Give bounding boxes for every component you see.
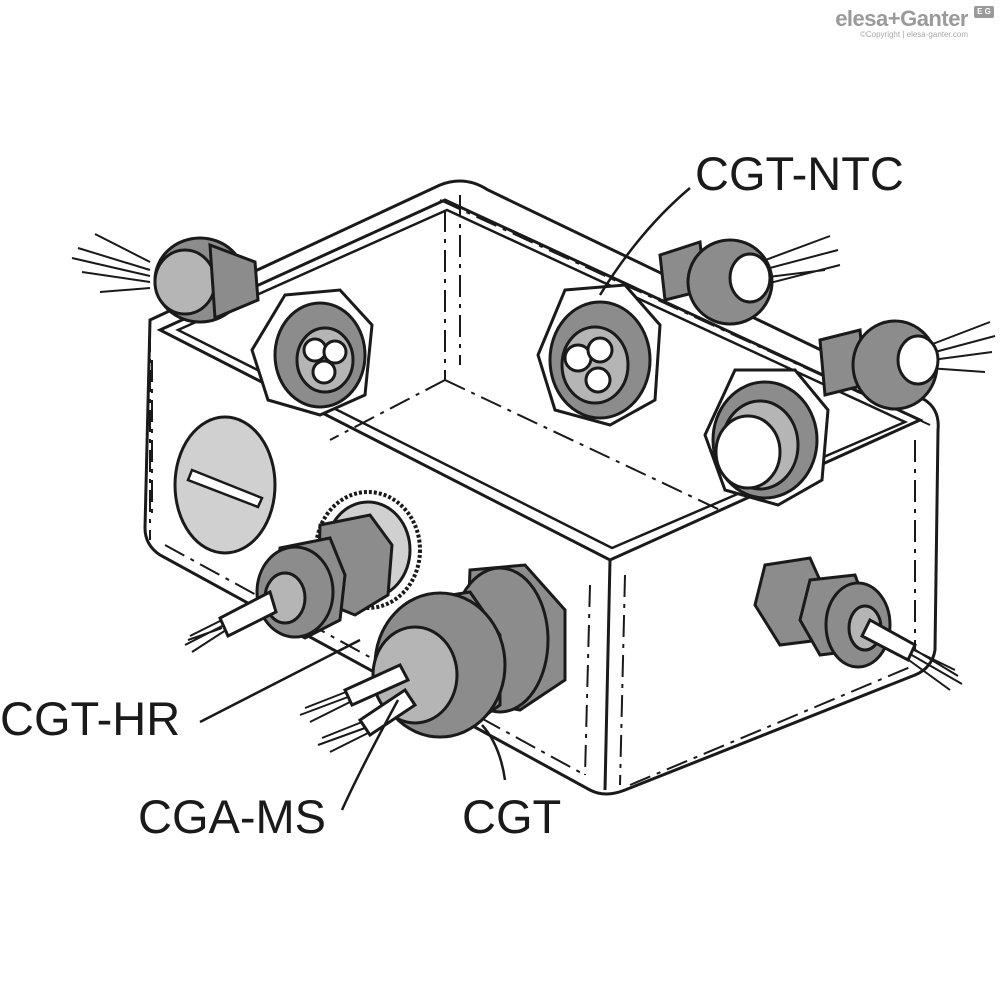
- label-cgt-hr: CGT-HR: [0, 692, 180, 745]
- leader-cgt: [481, 724, 507, 781]
- gland-inner-left: [250, 288, 374, 417]
- gland-right-face: [753, 556, 963, 691]
- box-opening: [175, 208, 909, 550]
- copyright-text: ©Copyright | elesa-ganter.com: [859, 30, 968, 39]
- leader-cgt-hr: [199, 638, 361, 724]
- blind-cap: [173, 415, 277, 555]
- wire-bundle-right-face: [905, 647, 963, 691]
- label-cgt-ntc: CGT-NTC: [695, 147, 904, 200]
- box-front-edge: [603, 559, 612, 791]
- cable-cga-ms-1: [343, 663, 411, 707]
- cga-ms-cables: [299, 663, 418, 753]
- leader-cga-ms: [340, 699, 400, 811]
- gland-cgt-ntc: [536, 283, 662, 427]
- brand-badge: E G: [974, 6, 994, 18]
- leader-lines: [199, 187, 691, 811]
- wire-bundle-back-right-1: [757, 235, 841, 287]
- wire-bundle-back-right-2: [927, 321, 996, 373]
- wire-bundle-cga-ms-1: [299, 691, 351, 723]
- cap-slot: [186, 468, 264, 509]
- gland-inner-right: [703, 368, 830, 507]
- leader-cgt-ntc: [598, 187, 691, 296]
- wire-bundle-back-left: [71, 233, 151, 293]
- gland-back-left: [71, 233, 260, 324]
- wire-bundle-cga-ms-2: [317, 721, 369, 753]
- logo-text: elesa+Ganter: [835, 6, 968, 31]
- gland-back-right-2: [818, 319, 996, 411]
- wire-bundle-cgt-hr: [184, 619, 227, 653]
- brand-logo: elesa+Ganter ©Copyright | elesa-ganter.c…: [835, 6, 994, 39]
- cable-cgt-hr: [218, 589, 278, 639]
- gland-cgt-hr: [184, 490, 422, 653]
- label-cgt: CGT: [462, 790, 561, 843]
- cable-cga-ms-2: [357, 687, 418, 738]
- label-cga-ms: CGA-MS: [138, 790, 326, 843]
- gland-back-right-1: [658, 235, 841, 326]
